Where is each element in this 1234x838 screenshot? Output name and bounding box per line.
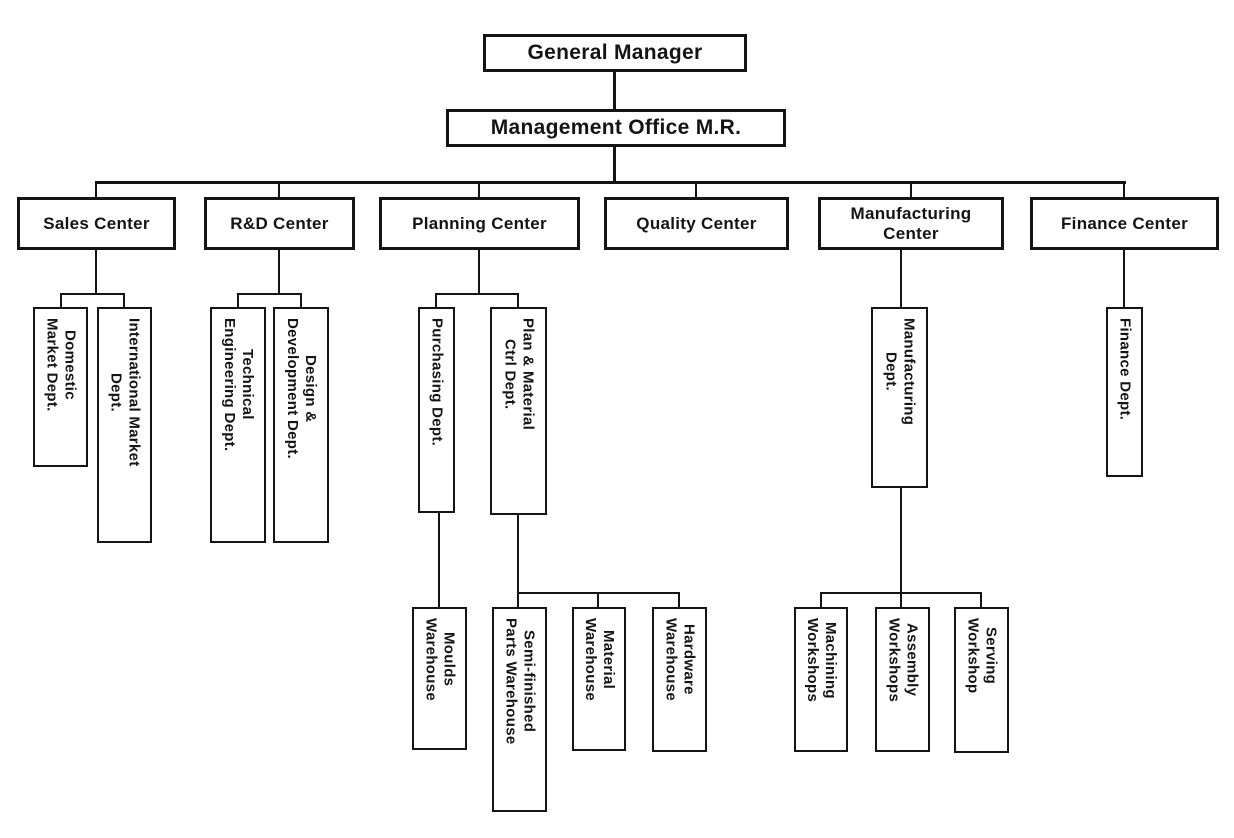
node-moulds-warehouse-label: Moulds Warehouse (422, 618, 458, 701)
node-rd-center: R&D Center (204, 197, 355, 250)
connector-workshop-bar (820, 592, 982, 594)
connector-drop-planning (478, 184, 480, 197)
connector-rd-stem (278, 250, 280, 293)
node-serving-workshop: Serving Workshop (954, 607, 1009, 753)
connector-sales-d2 (123, 295, 125, 307)
node-domestic-market-dept: Domestic Market Dept. (33, 307, 88, 467)
connector-planning-bar (435, 293, 519, 295)
node-machining-workshops-label: Machining Workshops (804, 618, 839, 703)
node-planning-center-label: Planning Center (412, 213, 547, 233)
connector-rd-d2 (300, 295, 302, 307)
connector-sales-bar (60, 293, 125, 295)
connector-warehouse-bar (517, 592, 680, 594)
connector-warehouse-d2 (597, 594, 599, 607)
connector-root-office (613, 72, 616, 109)
node-international-market-dept-label: International Market Dept. (107, 318, 143, 467)
node-hardware-warehouse: Hardware Warehouse (652, 607, 707, 752)
connector-drop-quality (695, 184, 697, 197)
node-plan-material-ctrl-dept-label: Plan & Material Ctrl Dept. (501, 318, 537, 431)
node-planning-center: Planning Center (379, 197, 580, 250)
connector-mfgdept-stem (900, 488, 902, 607)
connector-planning-d1 (435, 295, 437, 307)
node-domestic-market-dept-label: Domestic Market Dept. (43, 318, 79, 412)
node-material-warehouse: Material Warehouse (572, 607, 626, 751)
node-finance-center-label: Finance Center (1060, 213, 1188, 233)
node-semi-finished-parts-warehouse-label: Semi-finished Parts Warehouse (502, 618, 538, 745)
connector-planning-d2 (517, 295, 519, 307)
connector-workshop-d1 (820, 594, 822, 607)
node-quality-center-label: Quality Center (636, 213, 757, 233)
node-assembly-workshops-label: Assembly Workshops (885, 618, 921, 703)
connector-workshop-d3 (980, 594, 982, 607)
node-manufacturing-dept: Manufacturing Dept. (871, 307, 928, 488)
connector-finance-stem (1123, 250, 1125, 307)
connector-drop-rd (278, 184, 280, 197)
node-manufacturing-center-label: Manufacturing Center (850, 204, 972, 243)
connector-drop-mfg (910, 184, 912, 197)
node-technical-engineering-dept: Technical Engineering Dept. (210, 307, 266, 543)
node-quality-center: Quality Center (604, 197, 789, 250)
connector-main-bar (95, 181, 1126, 184)
connector-rd-d1 (237, 295, 239, 307)
node-finance-dept-label: Finance Dept. (1116, 318, 1134, 421)
node-semi-finished-parts-warehouse: Semi-finished Parts Warehouse (492, 607, 547, 812)
connector-drop-sales (95, 184, 97, 197)
node-international-market-dept: International Market Dept. (97, 307, 152, 543)
node-manufacturing-center: Manufacturing Center (818, 197, 1004, 250)
connector-drop-finance (1123, 184, 1125, 197)
node-general-manager-label: General Manager (527, 41, 703, 65)
node-sales-center: Sales Center (17, 197, 176, 250)
node-purchasing-dept: Purchasing Dept. (418, 307, 455, 513)
node-management-office: Management Office M.R. (446, 109, 786, 147)
node-purchasing-dept-label: Purchasing Dept. (428, 318, 446, 447)
node-finance-center: Finance Center (1030, 197, 1219, 250)
connector-planmat-stem (517, 515, 519, 607)
node-material-warehouse-label: Material Warehouse (582, 618, 617, 701)
node-management-office-label: Management Office M.R. (490, 116, 742, 140)
node-moulds-warehouse: Moulds Warehouse (412, 607, 467, 750)
connector-warehouse-d3 (678, 594, 680, 607)
node-rd-center-label: R&D Center (230, 213, 329, 233)
node-machining-workshops: Machining Workshops (794, 607, 848, 752)
connector-sales-d1 (60, 295, 62, 307)
connector-purchasing-moulds (438, 513, 440, 607)
connector-office-bar (613, 147, 616, 183)
connector-rd-bar (237, 293, 302, 295)
node-assembly-workshops: Assembly Workshops (875, 607, 930, 752)
node-plan-material-ctrl-dept: Plan & Material Ctrl Dept. (490, 307, 547, 515)
node-hardware-warehouse-label: Hardware Warehouse (662, 618, 698, 701)
connector-mfg-stem (900, 250, 902, 307)
node-serving-workshop-label: Serving Workshop (964, 618, 1000, 694)
node-finance-dept: Finance Dept. (1106, 307, 1143, 477)
node-technical-engineering-dept-label: Technical Engineering Dept. (221, 318, 256, 452)
node-general-manager: General Manager (483, 34, 747, 72)
connector-sales-stem (95, 250, 97, 293)
node-manufacturing-dept-label: Manufacturing Dept. (882, 318, 918, 426)
node-design-development-dept: Design & Development Dept. (273, 307, 329, 543)
node-design-development-dept-label: Design & Development Dept. (284, 318, 319, 459)
connector-planning-stem (478, 250, 480, 293)
node-sales-center-label: Sales Center (43, 213, 150, 233)
